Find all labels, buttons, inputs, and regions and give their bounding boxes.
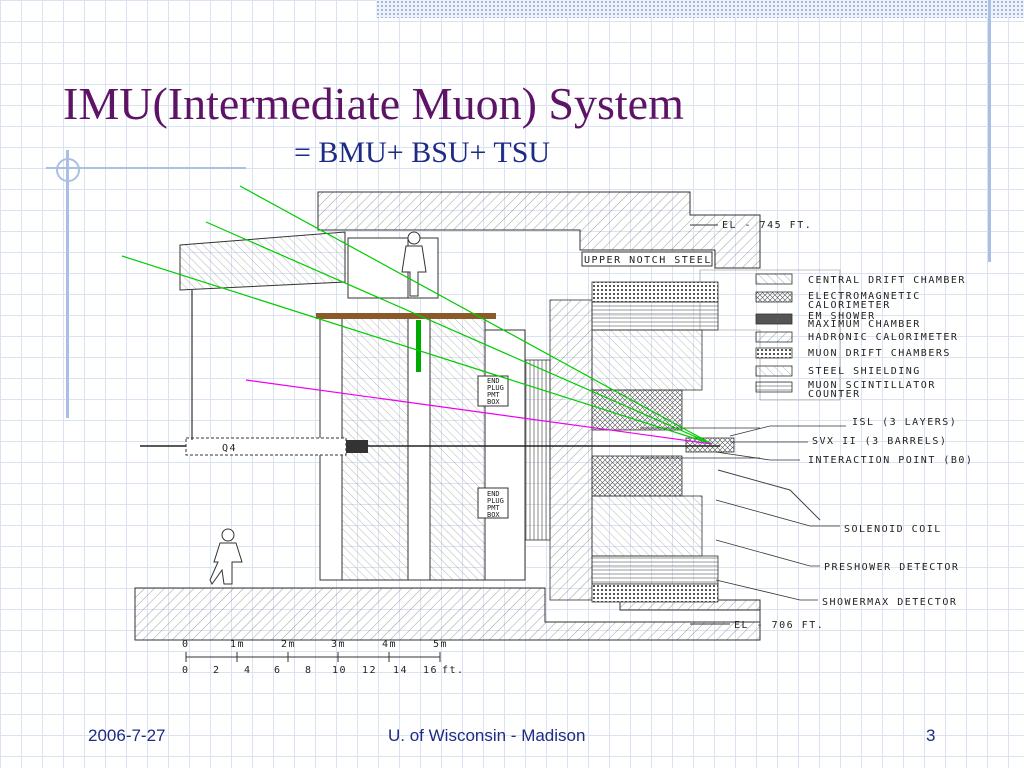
header-dotted-band — [376, 0, 1024, 18]
upper-plug-box-line4: BOX — [487, 398, 500, 406]
legend-item-3-line1: EM SHOWER — [808, 311, 876, 322]
decorative-ring — [56, 158, 80, 182]
tsu-scintillator-bar — [316, 313, 496, 319]
decorative-rule-left — [66, 150, 69, 418]
scale-ft-4: 8 — [305, 665, 313, 676]
lower-plug-box-line2: PLUG — [487, 497, 504, 505]
central-detector — [591, 281, 760, 603]
decorative-rule-right — [988, 0, 991, 262]
legend-item-4-line1: HADRONIC CALORIMETER — [808, 332, 958, 343]
scale-ft-5: 10 — [332, 665, 347, 676]
elevation-bottom-label: EL - 706 FT. — [734, 620, 824, 631]
legend-item-2-line1: ELECTROMAGNETIC — [808, 291, 921, 302]
end-plug: END PLUG PMT BOX END PLUG PMT BOX — [477, 299, 593, 601]
elevation-top-label: EL - 745 FT. — [722, 220, 812, 231]
scale-ft-3: 6 — [274, 665, 282, 676]
footer-date: 2006-7-27 — [88, 726, 166, 745]
quad-q4-label: Q4 — [222, 443, 237, 454]
upper-plug-box-line3: PMT — [487, 391, 500, 399]
legend-item-1-line1: CENTRAL DRIFT CHAMBER — [808, 275, 966, 286]
isl-callout: ISL (3 LAYERS) — [852, 417, 957, 428]
upper-notch-label: UPPER NOTCH STEEL — [584, 255, 712, 266]
upper-notch-steel — [581, 251, 713, 267]
person-figure-lower — [209, 528, 243, 585]
scale-ft-0: 0 — [182, 665, 190, 676]
legend-item-6-line1: STEEL SHIELDING — [808, 366, 921, 377]
bsu-scintillator — [416, 320, 421, 372]
showermax-callout: SHOWERMAX DETECTOR — [822, 597, 957, 608]
scale-m-3: 3m — [331, 639, 346, 650]
scale-ft-2: 4 — [244, 665, 252, 676]
lower-plug-box-line3: PMT — [487, 504, 500, 512]
decorative-rule-horizontal — [46, 167, 246, 169]
elevation-marks: EL - 745 FT. EL - 706 FT. — [690, 220, 824, 631]
scale-ft-8: 16 — [423, 665, 438, 676]
preshower-callout: PRESHOWER DETECTOR — [824, 562, 959, 573]
footer-institution: U. of Wisconsin - Madison — [388, 726, 586, 745]
scale-ft-6: 12 — [362, 665, 377, 676]
legend-item-7-line2: COUNTER — [808, 389, 861, 400]
scale-m-5: 5m — [433, 639, 448, 650]
slide-title: IMU(Intermediate Muon) System — [63, 78, 684, 129]
scale-m-4: 4m — [382, 639, 397, 650]
svx-callout: SVX II (3 BARRELS) — [812, 436, 947, 447]
solenoid-callout: SOLENOID COIL — [844, 524, 942, 535]
scale-ft-7: 14 — [393, 665, 408, 676]
interaction-point-callout: INTERACTION POINT (B0) — [808, 455, 973, 466]
upper-plug-box-line1: END — [487, 377, 500, 385]
scale-ft-unit: ft. — [442, 665, 465, 676]
legend-item-2-line2: CALORIMETER — [808, 300, 891, 311]
person-figure-upper — [401, 231, 427, 297]
scale-m-0: 0 — [182, 639, 190, 650]
legend-item-3-line2: MAXIMUM CHAMBER — [808, 319, 921, 330]
scale-m-2: 2m — [281, 639, 296, 650]
scale-m-1: 1m — [230, 639, 245, 650]
lower-plug-box-line1: END — [487, 490, 500, 498]
footer-page-number: 3 — [926, 726, 936, 745]
slide-subtitle: = BMU+ BSU+ TSU — [294, 136, 551, 169]
callouts: ISL (3 LAYERS) SVX II (3 BARRELS) INTERA… — [715, 417, 973, 608]
beamline: Q4 — [140, 290, 720, 456]
legend: CENTRAL DRIFT CHAMBER ELECTROMAGNETIC CA… — [755, 273, 966, 400]
scale-bar: 0 1m 2m 3m 4m 5m 0 2 4 6 8 10 12 14 16 f… — [182, 639, 465, 676]
legend-item-7-line1: MUON SCINTILLATOR — [808, 380, 936, 391]
legend-item-5-line1: MUON DRIFT CHAMBERS — [808, 348, 951, 359]
lower-plug-box-line4: BOX — [487, 511, 500, 519]
scale-ft-1: 2 — [213, 665, 221, 676]
muon-tracks — [121, 185, 713, 445]
upper-plug-box-line2: PLUG — [487, 384, 504, 392]
